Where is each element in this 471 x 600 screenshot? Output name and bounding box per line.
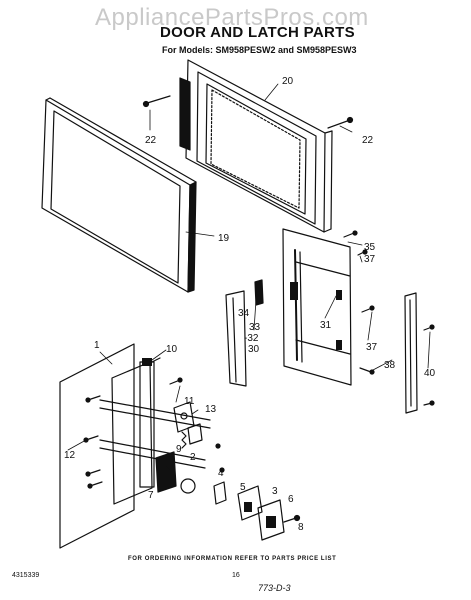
callout-38: 38 <box>384 360 396 371</box>
part-6-switch <box>257 499 285 541</box>
callout-37-bottom: 37 <box>366 342 378 353</box>
callout-32: -32 <box>244 333 259 344</box>
callout-35: 35 <box>364 242 376 253</box>
callout-6: 6 <box>288 494 294 505</box>
leader-lines <box>67 83 431 471</box>
part-11-screw <box>169 377 183 385</box>
callout-33: 33 <box>249 322 261 333</box>
callout-20: 20 <box>282 76 294 87</box>
part-10-bracket <box>142 357 161 366</box>
callout-19: 19 <box>218 233 230 244</box>
callout-13: 13 <box>205 404 217 415</box>
part-3-switch <box>237 485 263 521</box>
callout-34: 34 <box>238 308 250 319</box>
page-number: 16 <box>232 572 240 579</box>
part-4-5-pins <box>180 443 227 505</box>
watermark: AppliancePartsPros.com <box>95 4 369 31</box>
callout-10: 10 <box>166 344 178 355</box>
part-9-spring <box>181 431 187 449</box>
callout-5: 5 <box>240 482 246 493</box>
callout-30: 30 <box>248 344 260 355</box>
callout-37-top: 37 <box>364 254 376 265</box>
part-33-handle <box>225 290 247 387</box>
part-2-cam <box>187 423 203 445</box>
part-22-screw-right <box>327 116 354 129</box>
callout-1: 1 <box>94 340 100 351</box>
callout-40: 40 <box>424 368 436 379</box>
part-34-clip <box>254 279 264 306</box>
callout-22-right: 22 <box>362 135 374 146</box>
part-8-screw <box>283 514 301 523</box>
callout-3: 3 <box>272 486 278 497</box>
callout-9: 9 <box>176 444 182 455</box>
callout-11: 11 <box>184 396 195 407</box>
callout-7: 7 <box>148 490 154 501</box>
models-subtitle: For Models: SM958PESW2 and SM958PESW3 <box>162 45 357 55</box>
part-30-latch-panel <box>282 228 352 386</box>
callout-8: 8 <box>298 522 304 533</box>
part-37-35-screws <box>343 230 435 406</box>
part-1-latch-assembly <box>59 343 211 549</box>
callout-4: 4 <box>218 468 224 479</box>
part-19-door-panel <box>41 97 197 293</box>
part-38-latch-bar <box>404 292 418 414</box>
part-7-actuator <box>155 451 177 493</box>
part-20-door-frame <box>179 59 333 233</box>
part-22-screw-left <box>142 95 171 108</box>
callout-2: 2 <box>190 452 196 463</box>
callout-22-left: 22 <box>145 135 157 146</box>
handwritten-note: 773-D-3 <box>258 583 291 593</box>
callout-labels: 20 22 22 19 35 37 34 31 33 -32 30 37 38 … <box>64 76 436 533</box>
part-12-screws <box>83 395 103 489</box>
document-number: 4315339 <box>12 572 40 579</box>
callout-31: 31 <box>320 320 332 331</box>
ordering-note: FOR ORDERING INFORMATION REFER TO PARTS … <box>128 556 337 562</box>
callout-12: 12 <box>64 450 76 461</box>
page-title: DOOR AND LATCH PARTS <box>160 24 355 41</box>
